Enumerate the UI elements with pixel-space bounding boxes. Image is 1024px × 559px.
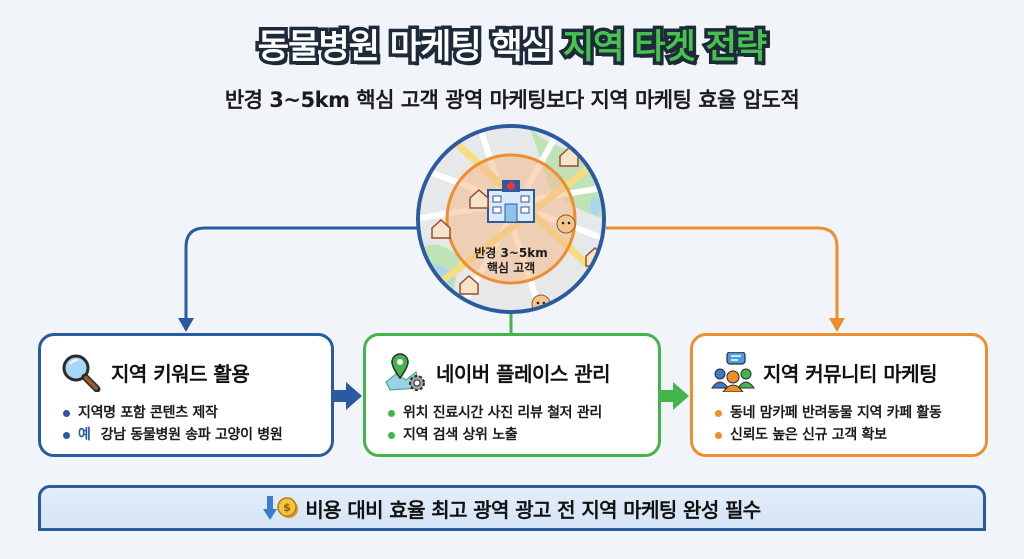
radius-label-line1: 반경 3~5km xyxy=(474,246,548,260)
page-title: 동물병원 마케팅 핵심 지역 타겟 전략 xyxy=(0,22,1024,72)
list-item: 지역명 포함 콘텐츠 제작 xyxy=(59,402,313,424)
bullet-icon xyxy=(388,409,395,417)
card-title: 네이버 플레이스 관리 xyxy=(436,361,611,386)
bullet-text: 강남 동물병원 송파 고양이 병원 xyxy=(100,427,283,443)
bullet-icon xyxy=(715,431,722,439)
bullet-icon xyxy=(63,431,70,439)
hospital-icon xyxy=(487,180,535,223)
bullet-text: 신뢰도 높은 신규 고객 확보 xyxy=(730,427,887,443)
dog-face-icon xyxy=(531,214,576,310)
target-radius-map: 반경 3~5km 핵심 고객 xyxy=(416,124,606,314)
list-item: 예 강남 동물병원 송파 고양이 병원 xyxy=(59,424,313,446)
bullet-icon xyxy=(388,431,395,439)
bullet-icon xyxy=(63,409,70,417)
down-arrow-icon xyxy=(263,496,278,520)
card-local-keyword: 지역 키워드 활용 지역명 포함 콘텐츠 제작 예 강남 동물병원 송파 고양이 … xyxy=(38,333,334,457)
list-item: 위치 진료시간 사진 리뷰 철저 관리 xyxy=(384,402,640,424)
magnifier-icon xyxy=(62,354,101,392)
bullet-text: 위치 진료시간 사진 리뷰 철저 관리 xyxy=(403,405,602,421)
bullet-text: 동네 맘카페 반려동물 지역 카페 활동 xyxy=(730,405,942,421)
svg-text:$: $ xyxy=(284,501,292,514)
map-background xyxy=(420,128,602,310)
map-pin-gear-icon xyxy=(385,353,425,391)
house-icon xyxy=(431,146,602,295)
page-subtitle: 반경 3~5km 핵심 고객 광역 마케팅보다 지역 마케팅 효율 압도적 xyxy=(224,88,800,112)
arrow-right-blue-icon xyxy=(346,382,362,410)
summary-banner: $ 비용 대비 효율 최고 광역 광고 전 지역 마케팅 완성 필수 xyxy=(38,485,986,531)
card-naver-place: 네이버 플레이스 관리 위치 진료시간 사진 리뷰 철저 관리 지역 검색 상위… xyxy=(363,333,661,457)
radius-label-line2: 핵심 고객 xyxy=(486,261,536,275)
banner-text: 비용 대비 효율 최고 광역 광고 전 지역 마케팅 완성 필수 xyxy=(305,497,761,522)
list-item: 동네 맘카페 반려동물 지역 카페 활동 xyxy=(711,402,967,424)
list-item: 지역 검색 상위 노출 xyxy=(384,424,640,446)
bullet-text: 지역 검색 상위 노출 xyxy=(403,427,518,443)
bullet-text: 지역명 포함 콘텐츠 제작 xyxy=(78,405,218,421)
community-chat-icon xyxy=(711,352,755,392)
arrow-right-green-icon xyxy=(673,382,689,410)
title-main: 동물병원 마케팅 핵심 xyxy=(254,24,563,71)
radius-label: 반경 3~5km 핵심 고객 xyxy=(420,246,602,276)
arrow-down-orange-icon xyxy=(829,318,845,332)
card-title: 지역 커뮤니티 마케팅 xyxy=(763,361,938,386)
list-item: 신뢰도 높은 신규 고객 확보 xyxy=(711,424,967,446)
card-title: 지역 키워드 활용 xyxy=(111,361,250,386)
bullet-icon xyxy=(715,409,722,417)
coin-icon: $ xyxy=(277,497,299,518)
example-tag: 예 xyxy=(78,427,91,443)
title-highlight: 지역 타겟 전략 xyxy=(559,24,770,71)
card-local-community: 지역 커뮤니티 마케팅 동네 맘카페 반려동물 지역 카페 활동 신뢰도 높은 … xyxy=(690,333,988,457)
arrow-down-blue-icon xyxy=(178,318,194,332)
